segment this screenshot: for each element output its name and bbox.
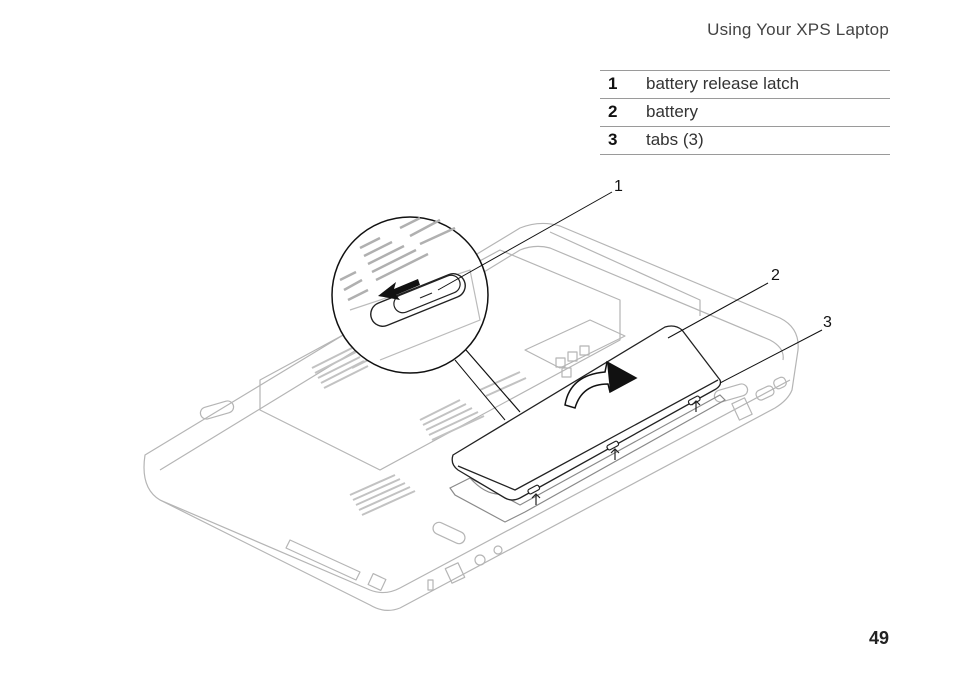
- battery-release-latch: [370, 273, 466, 327]
- callout-leader-lines: [437, 191, 823, 384]
- vent-grille: [311, 347, 527, 516]
- callout-number: 1: [614, 178, 623, 195]
- callout-number: 3: [823, 314, 832, 331]
- lift-arrow-icon: [564, 360, 638, 409]
- legend-row: 3 tabs (3): [600, 126, 890, 155]
- latch-zoom-inset: [331, 216, 521, 421]
- legend-number: 1: [600, 70, 646, 99]
- legend-number: 2: [600, 98, 646, 127]
- legend-row: 2 battery: [600, 98, 890, 127]
- legend-label: battery: [646, 98, 890, 127]
- legend-label: battery release latch: [646, 70, 890, 99]
- battery-tabs: [527, 395, 701, 505]
- battery: [451, 325, 722, 501]
- callout-legend-table: 1 battery release latch 2 battery 3 tabs…: [600, 70, 890, 155]
- page-number: 49: [868, 628, 889, 648]
- legend-number: 3: [600, 126, 646, 155]
- page-header-title: Using Your XPS Laptop: [707, 20, 889, 39]
- slide-direction-arrow-icon: [378, 279, 420, 300]
- legend-row: 1 battery release latch: [600, 70, 890, 99]
- legend-label: tabs (3): [646, 126, 890, 155]
- laptop-base: [143, 222, 799, 611]
- callout-number: 2: [771, 267, 780, 284]
